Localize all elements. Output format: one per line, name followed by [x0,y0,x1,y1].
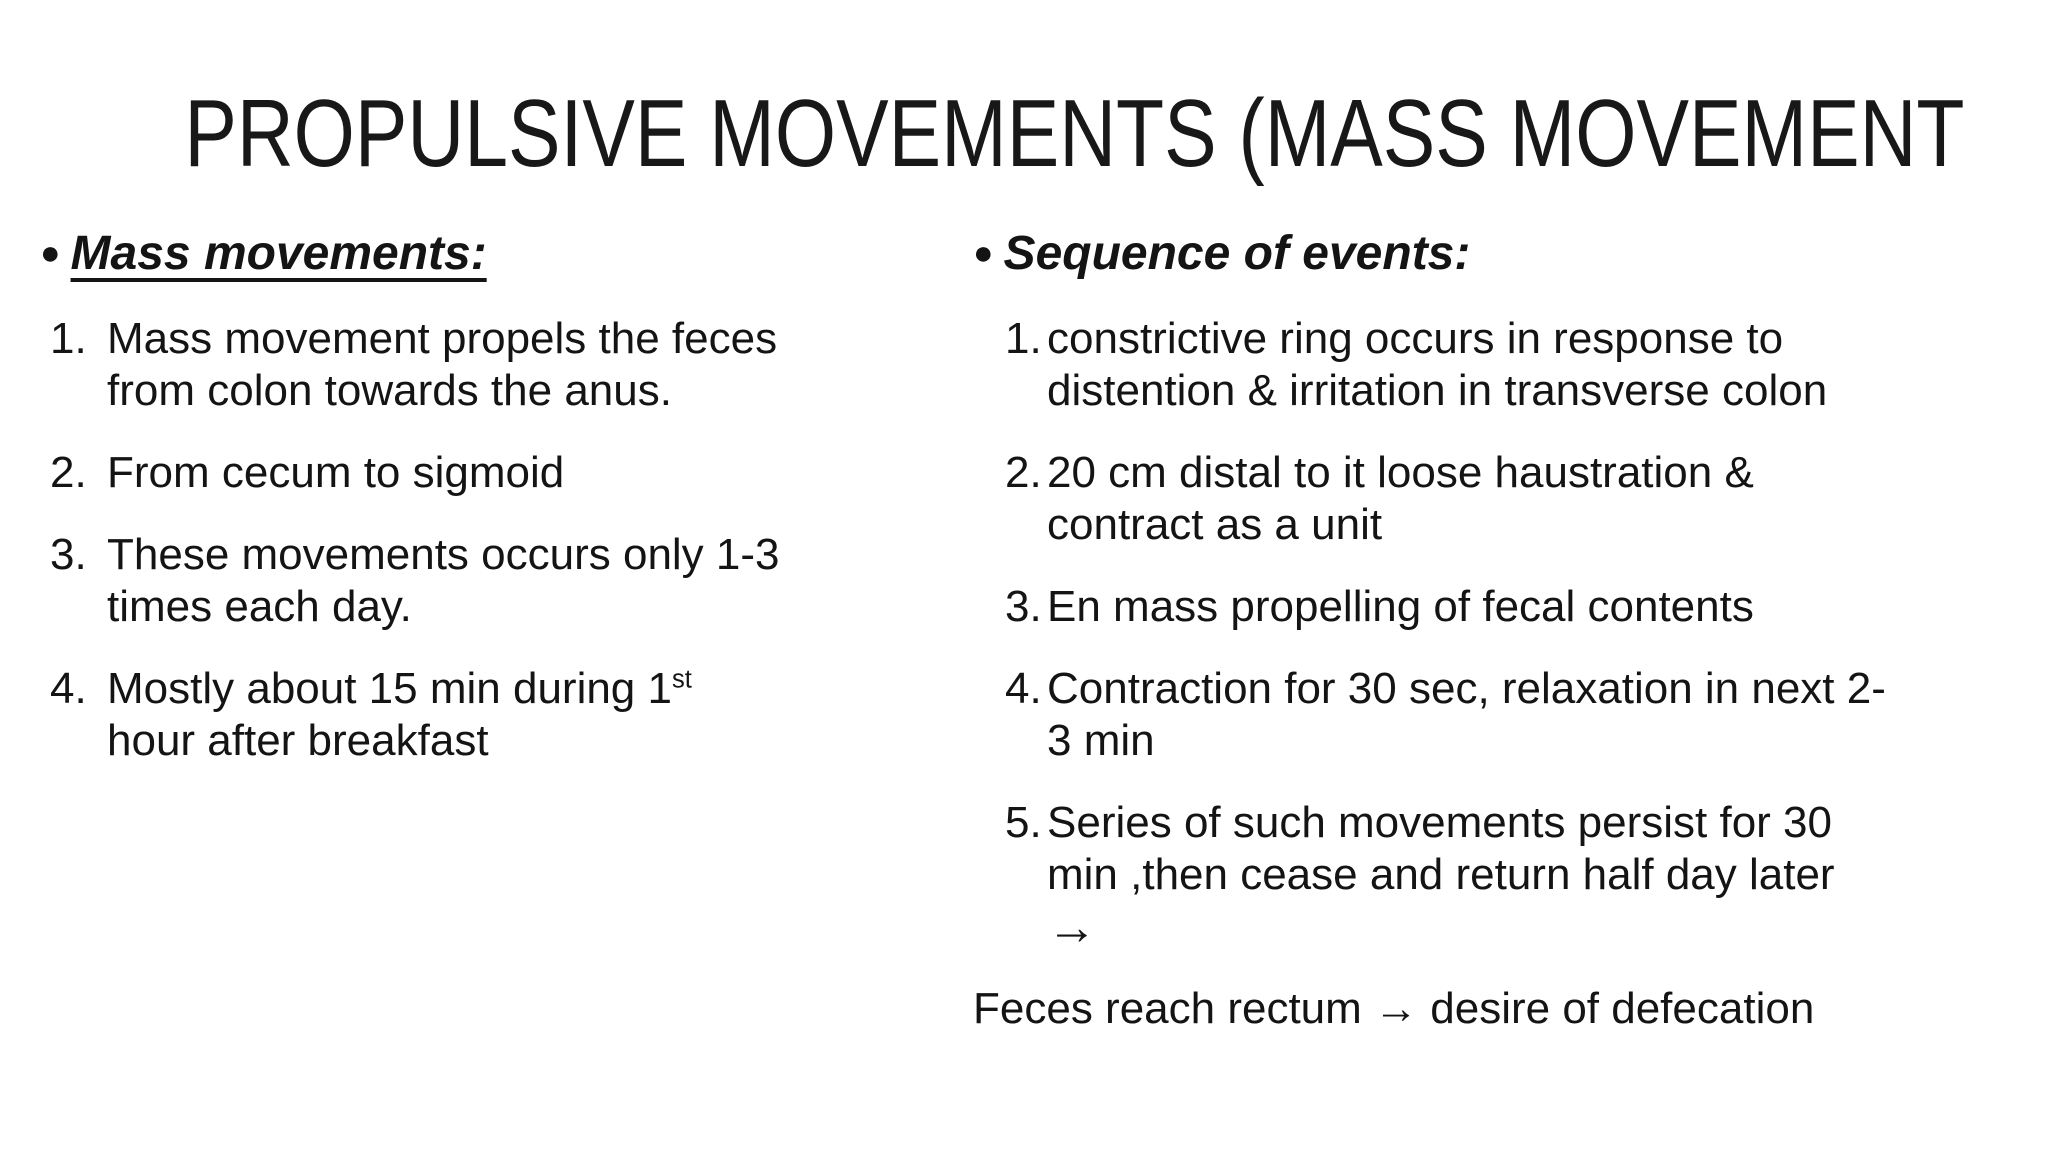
left-heading-text: Mass movements: [70,227,487,280]
item-text: These movements occurs only 1-3 times ea… [107,529,780,631]
item-text: constrictive ring occurs in response to … [1047,313,1828,415]
item-text-main: Series of such movements persist for 30 … [1047,797,1835,899]
item-number: 3. [1005,581,1042,631]
item-number: 4. [50,663,87,713]
slide-title: PROPULSIVE MOVEMENTS (MASS MOVEMENT [184,80,1965,187]
bullet-icon: ● [973,234,994,272]
right-heading: ●Sequence of events: [973,225,1893,283]
item-text: Series of such movements persist for 30 … [1047,797,1893,953]
item-number: 2. [50,447,87,497]
item-text: En mass propelling of fecal contents [1047,581,1754,631]
right-numbered-list: 1. constrictive ring occurs in response … [973,313,1893,953]
item-text-pre: Mostly about 15 min during 1 [107,663,672,713]
item-number: 3. [50,529,87,579]
list-item: 3. En mass propelling of fecal contents [973,581,1893,633]
right-heading-text: Sequence of events: [1003,227,1471,280]
left-numbered-list: 1. Mass movement propels the feces from … [40,313,787,767]
item-text: 20 cm distal to it loose haustration & c… [1047,447,1754,549]
left-column: ●Mass movements: 1. Mass movement propel… [40,225,787,797]
item-text: From cecum to sigmoid [107,447,565,497]
right-column: ●Sequence of events: 1. constrictive rin… [973,225,1893,1035]
list-item: 5. Series of such movements persist for … [973,797,1893,953]
bullet-icon: ● [40,234,61,272]
item-number: 1. [1005,313,1042,363]
list-item: 3. These movements occurs only 1-3 times… [40,529,787,633]
list-item: 4. Mostly about 15 min during 1st hour a… [40,663,787,767]
list-item: 4. Contraction for 30 sec, relaxation in… [973,663,1893,767]
item-number: 5. [1005,797,1042,847]
list-item: 1. Mass movement propels the feces from … [40,313,787,417]
list-item: 1. constrictive ring occurs in response … [973,313,1893,417]
left-heading: ●Mass movements: [40,225,787,283]
item-text: Contraction for 30 sec, relaxation in ne… [1047,663,1886,765]
item-text: Mass movement propels the feces from col… [107,313,778,415]
ordinal-superscript: st [671,664,692,693]
list-item: 2. From cecum to sigmoid [40,447,787,499]
item-number: 1. [50,313,87,363]
item-text: Mostly about 15 min during 1st hour afte… [107,663,787,767]
footer-text: Feces reach rectum → desire of defecatio… [973,983,1815,1033]
list-item: 2. 20 cm distal to it loose haustration … [973,447,1893,551]
right-arrow-icon: → [1047,898,1097,955]
item-number: 2. [1005,447,1042,497]
item-number: 4. [1005,663,1042,713]
item-text-post: hour after breakfast [107,715,489,765]
